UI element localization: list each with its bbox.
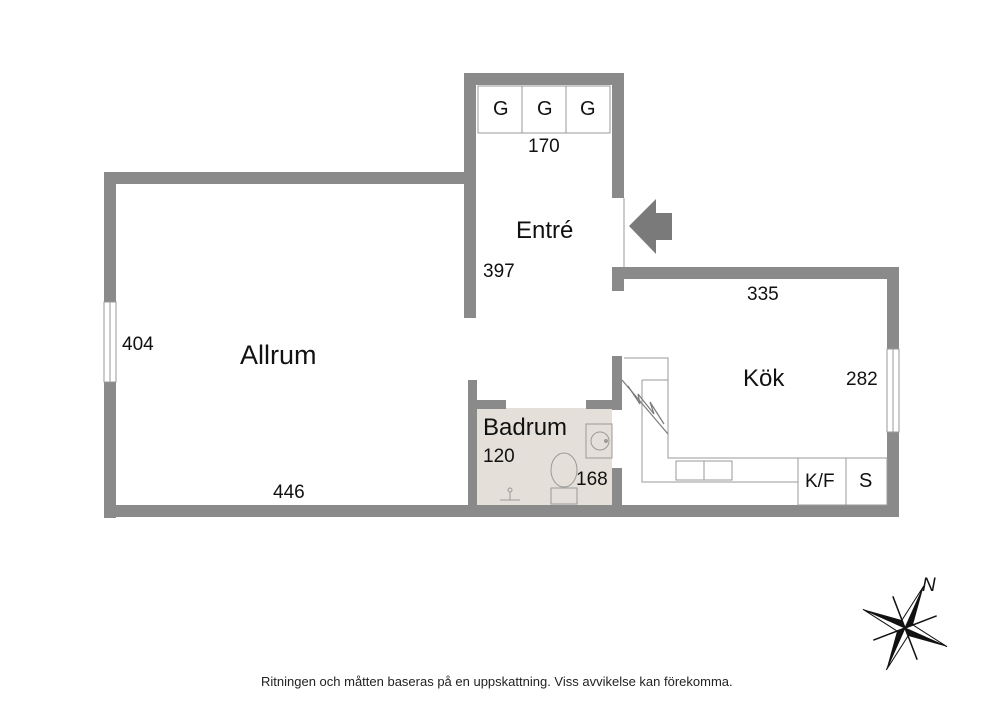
compass-north-label: N <box>922 575 936 596</box>
room-label-kok: Kök <box>743 365 785 392</box>
kitchen-counter <box>624 357 888 506</box>
walls <box>104 73 899 518</box>
dim-kok-width: 335 <box>747 284 779 305</box>
shower-icon <box>500 487 520 501</box>
closet-label-2: G <box>537 98 553 120</box>
room-label-entre: Entré <box>516 217 574 244</box>
bathroom-fixtures <box>500 423 613 505</box>
dim-entre-side: 397 <box>483 261 515 282</box>
dim-bad-width: 120 <box>483 446 515 467</box>
stairs-icon <box>621 379 669 435</box>
disclaimer-text: Ritningen och måtten baseras på en uppsk… <box>261 674 733 689</box>
fridge-freezer-label: K/F <box>805 471 835 492</box>
closet-label-3: G <box>580 98 596 120</box>
dim-kok-height: 282 <box>846 369 878 390</box>
room-label-allrum: Allrum <box>240 340 317 370</box>
stove-label: S <box>859 470 873 492</box>
windows <box>103 301 900 433</box>
closet-label-1: G <box>493 98 509 120</box>
entrance-arrow-icon <box>629 199 672 254</box>
dim-allrum-width: 446 <box>273 482 305 503</box>
dim-entre-top: 170 <box>528 136 560 157</box>
sink-icon <box>585 423 613 459</box>
room-label-badrum: Badrum <box>483 414 568 441</box>
dim-bad-height: 168 <box>576 469 608 490</box>
dim-allrum-height: 404 <box>122 334 154 355</box>
closet-fixtures <box>477 85 611 134</box>
compass-icon <box>862 585 948 671</box>
toilet-icon <box>550 452 578 505</box>
